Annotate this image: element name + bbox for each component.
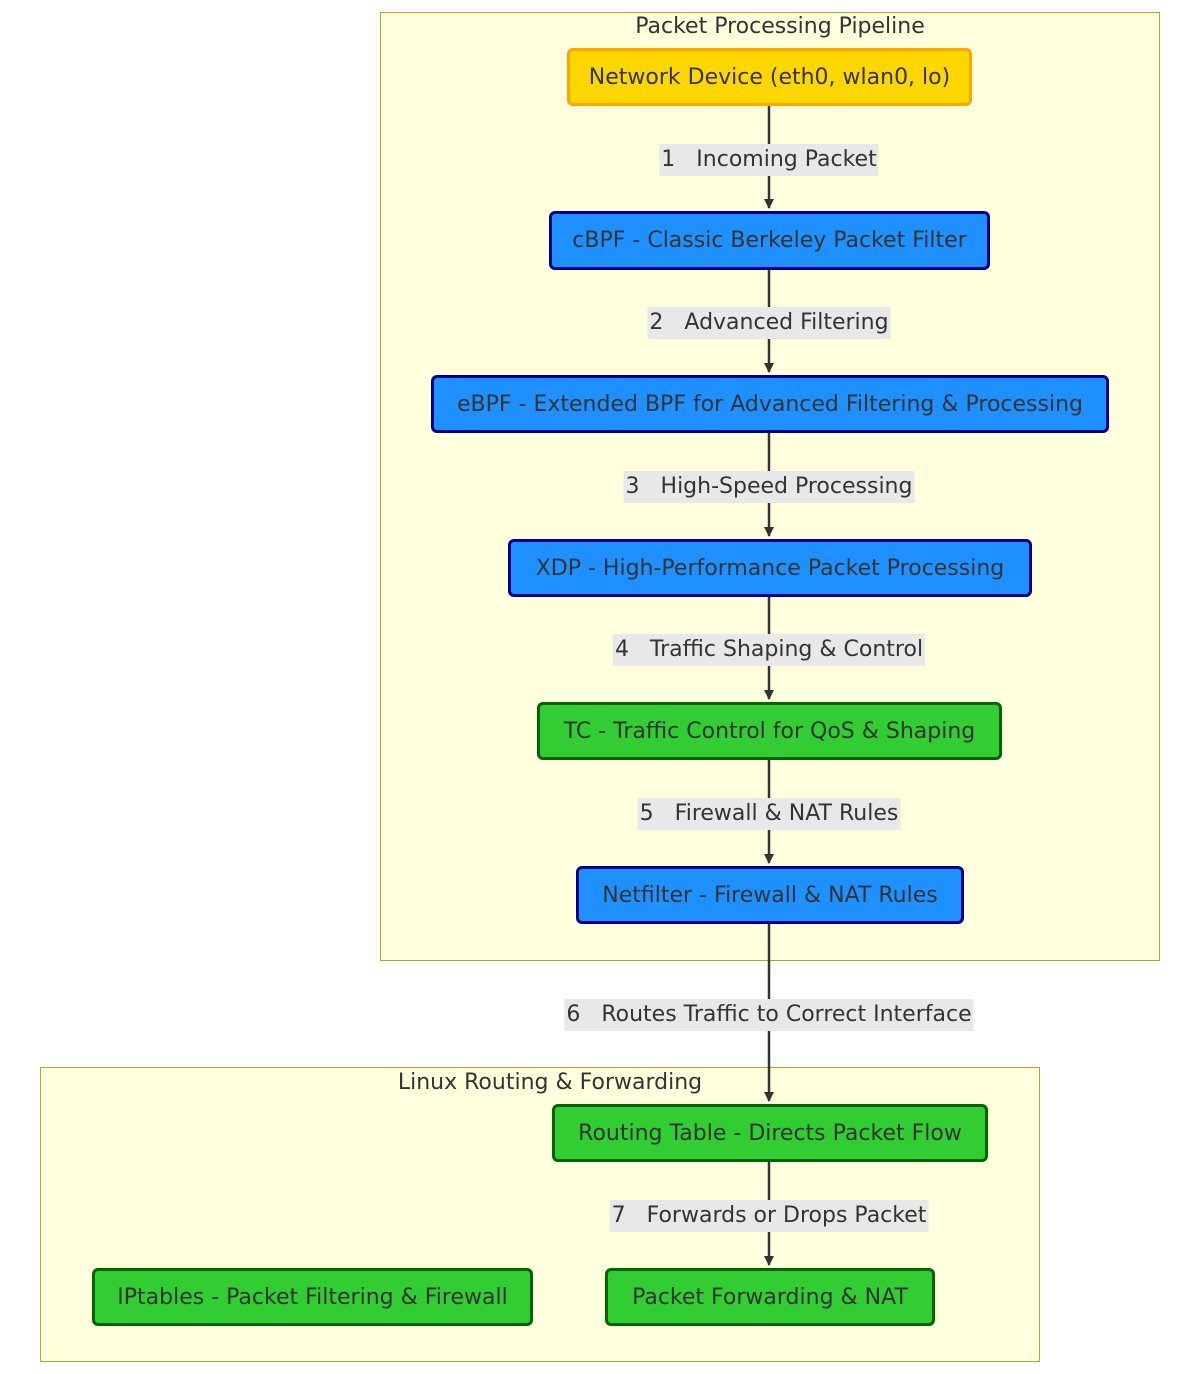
edge-6-text: Routes Traffic to Correct Interface — [601, 1002, 972, 1027]
edge-3-text: High-Speed Processing — [660, 474, 913, 499]
edge-label-3: 3 High-Speed Processing — [623, 471, 915, 503]
node-ebpf[interactable]: eBPF - Extended BPF for Advanced Filteri… — [431, 375, 1109, 433]
edge-label-6: 6 Routes Traffic to Correct Interface — [564, 999, 974, 1031]
edge-label-7: 7 Forwards or Drops Packet — [609, 1200, 929, 1232]
node-tc[interactable]: TC - Traffic Control for QoS & Shaping — [537, 702, 1002, 760]
node-netfilter[interactable]: Netfilter - Firewall & NAT Rules — [576, 866, 964, 924]
node-ebpf-label: eBPF - Extended BPF for Advanced Filteri… — [457, 391, 1083, 417]
node-iptables-label: IPtables - Packet Filtering & Firewall — [117, 1284, 508, 1310]
edge-label-5: 5 Firewall & NAT Rules — [637, 798, 901, 830]
node-network-device[interactable]: Network Device (eth0, wlan0, lo) — [567, 48, 972, 106]
edge-7-number: 7 — [611, 1203, 626, 1228]
node-cbpf[interactable]: cBPF - Classic Berkeley Packet Filter — [549, 211, 990, 270]
node-routing-table[interactable]: Routing Table - Directs Packet Flow — [552, 1104, 988, 1162]
edge-label-2: 2 Advanced Filtering — [647, 307, 891, 339]
node-iptables[interactable]: IPtables - Packet Filtering & Firewall — [92, 1268, 533, 1326]
node-routing-table-label: Routing Table - Directs Packet Flow — [578, 1120, 962, 1146]
node-netfilter-label: Netfilter - Firewall & NAT Rules — [602, 882, 938, 908]
edge-6-number: 6 — [566, 1002, 581, 1027]
cluster-title-pipeline: Packet Processing Pipeline — [635, 14, 925, 39]
node-packet-forwarding-label: Packet Forwarding & NAT — [632, 1284, 908, 1310]
edge-1-text: Incoming Packet — [696, 147, 877, 172]
node-xdp[interactable]: XDP - High-Performance Packet Processing — [508, 539, 1032, 597]
edge-3-number: 3 — [625, 474, 640, 499]
edge-4-text: Traffic Shaping & Control — [649, 637, 924, 662]
node-network-device-label: Network Device (eth0, wlan0, lo) — [588, 64, 951, 90]
edge-2-number: 2 — [649, 310, 664, 335]
node-cbpf-label: cBPF - Classic Berkeley Packet Filter — [572, 228, 967, 253]
node-xdp-label: XDP - High-Performance Packet Processing — [535, 555, 1005, 581]
node-tc-label: TC - Traffic Control for QoS & Shaping — [563, 718, 976, 744]
edge-5-number: 5 — [639, 801, 654, 826]
edge-1-number: 1 — [661, 147, 676, 172]
edge-5-text: Firewall & NAT Rules — [674, 801, 899, 826]
edge-2-text: Advanced Filtering — [684, 310, 889, 335]
edge-7-text: Forwards or Drops Packet — [646, 1203, 927, 1228]
edge-label-1: 1 Incoming Packet — [659, 144, 879, 176]
node-packet-forwarding[interactable]: Packet Forwarding & NAT — [605, 1268, 935, 1326]
edge-4-number: 4 — [614, 637, 629, 662]
edge-label-4: 4 Traffic Shaping & Control — [612, 634, 926, 666]
cluster-title-routing: Linux Routing & Forwarding — [397, 1070, 703, 1095]
